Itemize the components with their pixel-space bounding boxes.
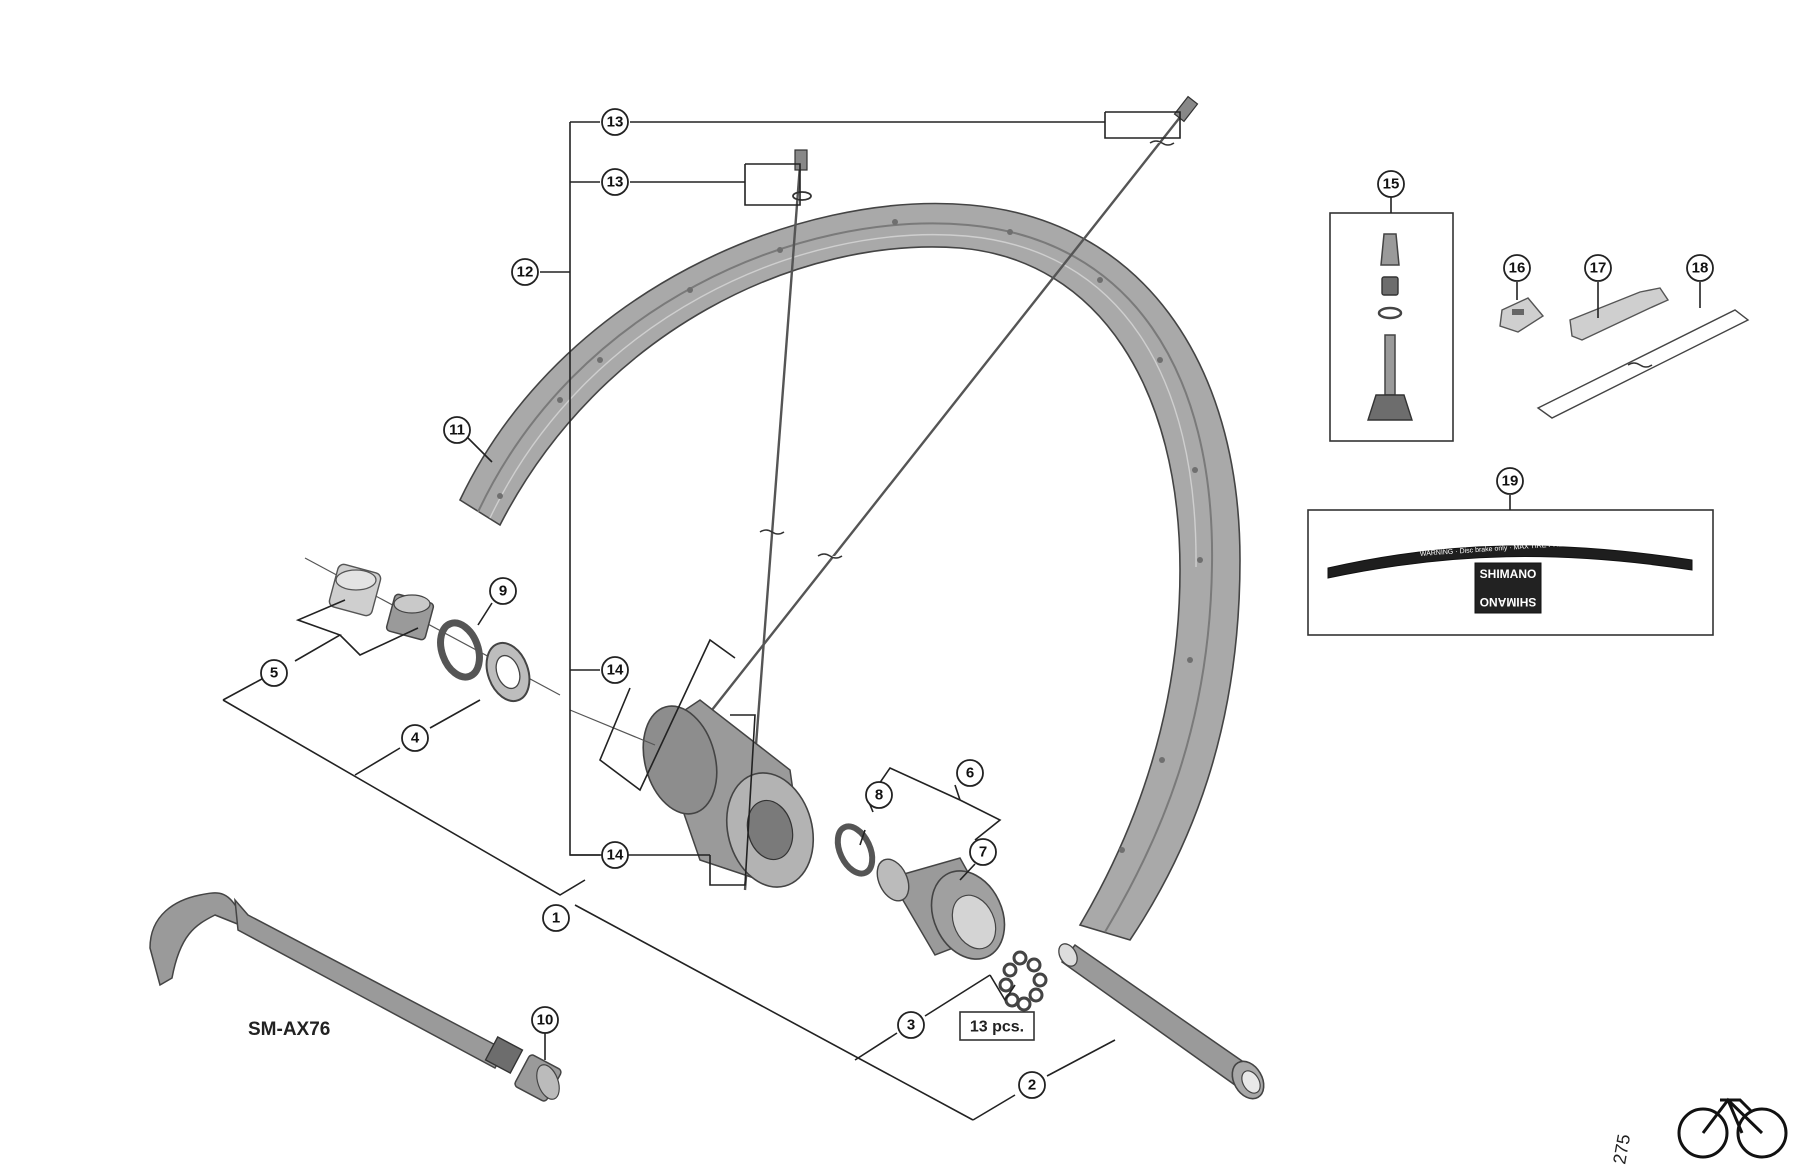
quantity-label: 13 pcs. <box>970 1019 1024 1036</box>
callout-10: 10 <box>531 1006 559 1034</box>
valve-kit <box>1329 212 1454 442</box>
callout-7: 7 <box>969 838 997 866</box>
spoke-washer <box>792 191 812 201</box>
callout-13-lower: 13 <box>601 168 629 196</box>
freehub-spacer <box>834 823 876 877</box>
callout-14-upper: 14 <box>601 656 629 684</box>
spoke-nipple-b <box>1173 95 1199 123</box>
svg-text:10: 10 <box>537 1012 554 1029</box>
valve-cap <box>1380 233 1400 266</box>
logo-text: SHIMANO <box>1480 567 1537 581</box>
left-axle-parts <box>304 557 561 703</box>
svg-text:2: 2 <box>1028 1077 1036 1094</box>
callout-14-lower: 14 <box>601 841 629 869</box>
svg-text:6: 6 <box>966 765 974 782</box>
svg-text:8: 8 <box>875 787 883 804</box>
callout-4: 4 <box>401 724 429 752</box>
callout-11: 11 <box>443 416 471 444</box>
svg-text:3: 3 <box>907 1017 915 1034</box>
svg-text:13: 13 <box>607 174 624 191</box>
thru-axle <box>149 892 562 1102</box>
valve-stem <box>1384 334 1396 396</box>
valve-o-ring <box>1377 306 1403 320</box>
lock-ring <box>437 619 483 681</box>
callout-8: 8 <box>865 781 893 809</box>
rim <box>458 202 1241 941</box>
leader-lines <box>222 111 1701 1121</box>
svg-text:1: 1 <box>552 910 560 927</box>
callout-6: 6 <box>956 759 984 787</box>
callout-15: 15 <box>1377 170 1405 198</box>
callout-13-upper: 13 <box>601 108 629 136</box>
svg-text:5: 5 <box>270 665 278 682</box>
svg-text:11: 11 <box>449 422 465 439</box>
svg-text:15: 15 <box>1383 176 1400 193</box>
logo-decal <box>1474 562 1542 614</box>
svg-text:16: 16 <box>1509 260 1526 277</box>
callout-12: 12 <box>511 258 539 286</box>
callout-2: 2 <box>1018 1071 1046 1099</box>
svg-text:14: 14 <box>607 847 624 864</box>
callout-5: 5 <box>260 659 288 687</box>
model-label: SM-AX76 <box>248 1019 330 1040</box>
valve-nut <box>1381 276 1399 296</box>
accessories <box>1499 287 1750 419</box>
svg-text:9: 9 <box>499 583 507 600</box>
callout-19: 19 <box>1496 467 1524 495</box>
hub-body <box>569 699 815 888</box>
callout-17: 17 <box>1584 254 1612 282</box>
callout-1: 1 <box>542 904 570 932</box>
svg-text:14: 14 <box>607 662 624 679</box>
svg-text:4: 4 <box>411 730 420 747</box>
logo-text-mirrored: SHIMANO <box>1480 595 1537 609</box>
reference-number: 275 <box>1609 1133 1634 1166</box>
callout-16: 16 <box>1503 254 1531 282</box>
bicycle-icon <box>1677 1097 1788 1159</box>
svg-text:13: 13 <box>607 114 624 131</box>
rim-tape <box>1536 309 1750 419</box>
svg-text:18: 18 <box>1692 260 1709 277</box>
callout-3: 3 <box>897 1011 925 1039</box>
svg-text:19: 19 <box>1502 473 1519 490</box>
svg-text:12: 12 <box>517 264 534 281</box>
steel-balls <box>998 950 1048 1012</box>
spoke-wrench <box>1569 287 1670 341</box>
svg-text:7: 7 <box>979 844 987 861</box>
quantity-box: 13 pcs. <box>959 1011 1035 1041</box>
callouts: 1 2 3 4 5 6 7 8 9 10 11 12 13 13 14 14 1… <box>260 108 1714 1099</box>
decal-set: WARNING · Disc brake only · MAX TIRE PRE… <box>1307 509 1714 636</box>
spoke-nipple-a <box>794 149 808 171</box>
freehub-body <box>834 823 1048 1012</box>
valve-base <box>1367 394 1413 421</box>
callout-9: 9 <box>489 577 517 605</box>
hub-axle <box>1058 943 1265 1100</box>
svg-text:17: 17 <box>1590 260 1607 277</box>
callout-18: 18 <box>1686 254 1714 282</box>
